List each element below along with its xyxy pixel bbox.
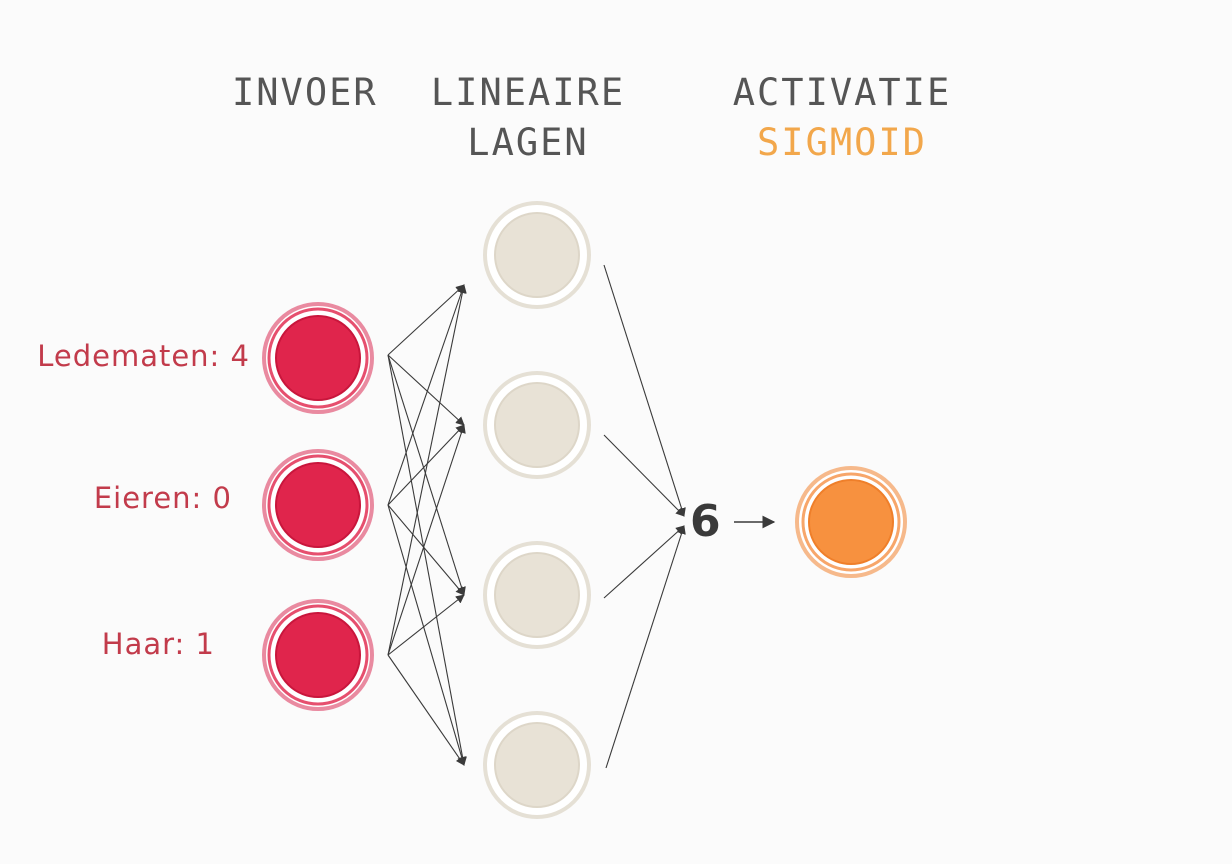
edge-i3-h2 <box>387 424 466 656</box>
hidden-to-sum-edges <box>603 264 686 769</box>
output-node-sigmoid <box>795 466 907 578</box>
edge-i3-h1 <box>387 284 467 656</box>
hidden-node-4 <box>483 711 591 819</box>
edge-h2-sum <box>603 434 685 517</box>
input-node-hair <box>262 599 374 711</box>
edge-i1-h4 <box>387 354 467 766</box>
edge-i2-h3 <box>387 504 465 596</box>
input-node-limbs <box>262 302 374 414</box>
edge-i1-h3 <box>387 354 466 596</box>
header-linear-line2: LAGEN <box>467 121 589 164</box>
hidden-node-3 <box>483 541 591 649</box>
header-input: INVOER <box>232 71 378 114</box>
edge-h3-sum <box>603 525 685 599</box>
input-to-hidden-edges <box>387 284 467 766</box>
edge-h1-sum <box>603 264 686 517</box>
input-label-eggs: Eieren: 0 <box>93 481 232 515</box>
edge-i2-h2 <box>387 424 465 506</box>
edge-i1-h2 <box>387 354 465 426</box>
edge-i2-h1 <box>387 284 466 506</box>
input-node-eggs <box>262 449 374 561</box>
hidden-node-1 <box>483 201 591 309</box>
edge-i3-h3 <box>387 594 465 656</box>
header-activation: ACTIVATIE <box>732 71 952 114</box>
edge-i1-h1 <box>387 284 465 356</box>
hidden-node-2 <box>483 371 591 479</box>
input-label-limbs: Ledematen: 4 <box>37 339 250 373</box>
edge-i3-h4 <box>387 654 465 766</box>
edge-i2-h4 <box>387 504 467 766</box>
header-sigmoid: SIGMOID <box>757 121 927 164</box>
input-label-hair: Haar: 1 <box>101 627 215 661</box>
edge-h4-sum <box>605 525 686 769</box>
sum-value: 6 <box>690 496 721 547</box>
header-linear-line1: LINEAIRE <box>430 71 626 114</box>
